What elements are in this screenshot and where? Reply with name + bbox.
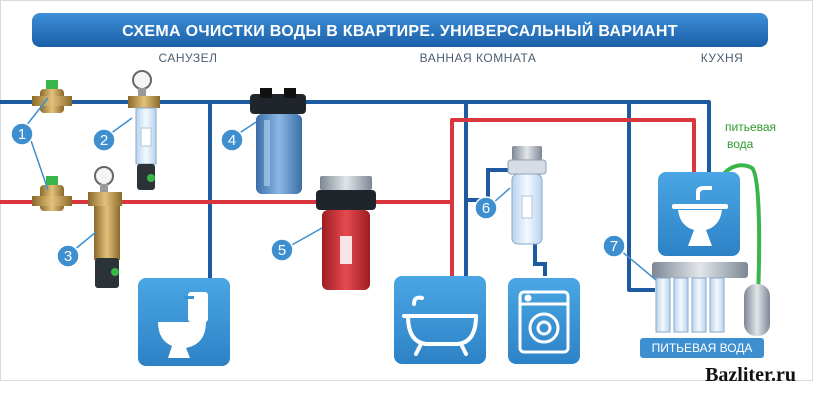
coarse-filter-cold	[128, 70, 160, 190]
cold-water-pipes	[0, 100, 711, 292]
marker-6-label: 6	[482, 200, 490, 217]
marker-2: 2	[92, 128, 116, 152]
toilet-icon	[158, 292, 208, 358]
drinking-water-line	[714, 163, 762, 319]
marker-7-label: 7	[610, 238, 618, 255]
room-label-kitchen: КУХНЯ	[701, 51, 744, 65]
sink-icon	[672, 186, 728, 246]
marker-3-label: 3	[64, 248, 72, 265]
filter6-supply-pipe	[466, 168, 512, 202]
title-bar: СХЕМА ОЧИСТКИ ВОДЫ В КВАРТИРЕ. УНИВЕРСАЛ…	[32, 13, 768, 47]
ro-label: ПИТЬЕВАЯ ВОДА	[652, 341, 753, 355]
bathtub-tile	[394, 276, 486, 364]
marker-5-label: 5	[278, 242, 286, 259]
washing-machine-tile	[508, 278, 580, 364]
marker-2-label: 2	[100, 132, 108, 149]
pressure-reducer-cold	[32, 80, 72, 113]
room-label-bathroom: ВАННАЯ КОМНАТА	[420, 51, 537, 65]
marker-1: 1	[10, 122, 34, 146]
watermark: Bazliter.ru	[705, 364, 796, 386]
pressure-reducer-hot	[32, 176, 72, 211]
marker-3: 3	[56, 244, 80, 268]
drinking-water-label-2: вода	[727, 137, 754, 151]
page-title: СХЕМА ОЧИСТКИ ВОДЫ В КВАРТИРЕ. УНИВЕРСАЛ…	[122, 21, 678, 40]
washer-supply-pipe	[533, 240, 547, 276]
sink-filter-clear	[507, 146, 547, 245]
hot-water-pipes	[0, 118, 696, 276]
bathtub-icon	[402, 295, 478, 356]
marker-1-label: 1	[18, 126, 26, 143]
sink-tile	[658, 172, 740, 256]
drinking-water-label-1: питьевая	[725, 120, 776, 134]
marker-6: 6	[474, 196, 498, 220]
coarse-filter-hot	[88, 166, 122, 288]
room-label-wc: САНУЗЕЛ	[158, 51, 217, 65]
marker-4-label: 4	[228, 132, 236, 149]
toilet-tile	[138, 278, 230, 366]
main-filter-red	[316, 176, 376, 290]
marker-leaders	[25, 97, 657, 281]
marker-7: 7	[602, 234, 626, 258]
marker-4: 4	[220, 128, 244, 152]
main-filter-blue	[250, 88, 306, 194]
marker-5: 5	[270, 238, 294, 262]
washing-machine-icon	[518, 290, 570, 354]
reverse-osmosis-unit: ПИТЬЕВАЯ ВОДА	[640, 262, 770, 358]
